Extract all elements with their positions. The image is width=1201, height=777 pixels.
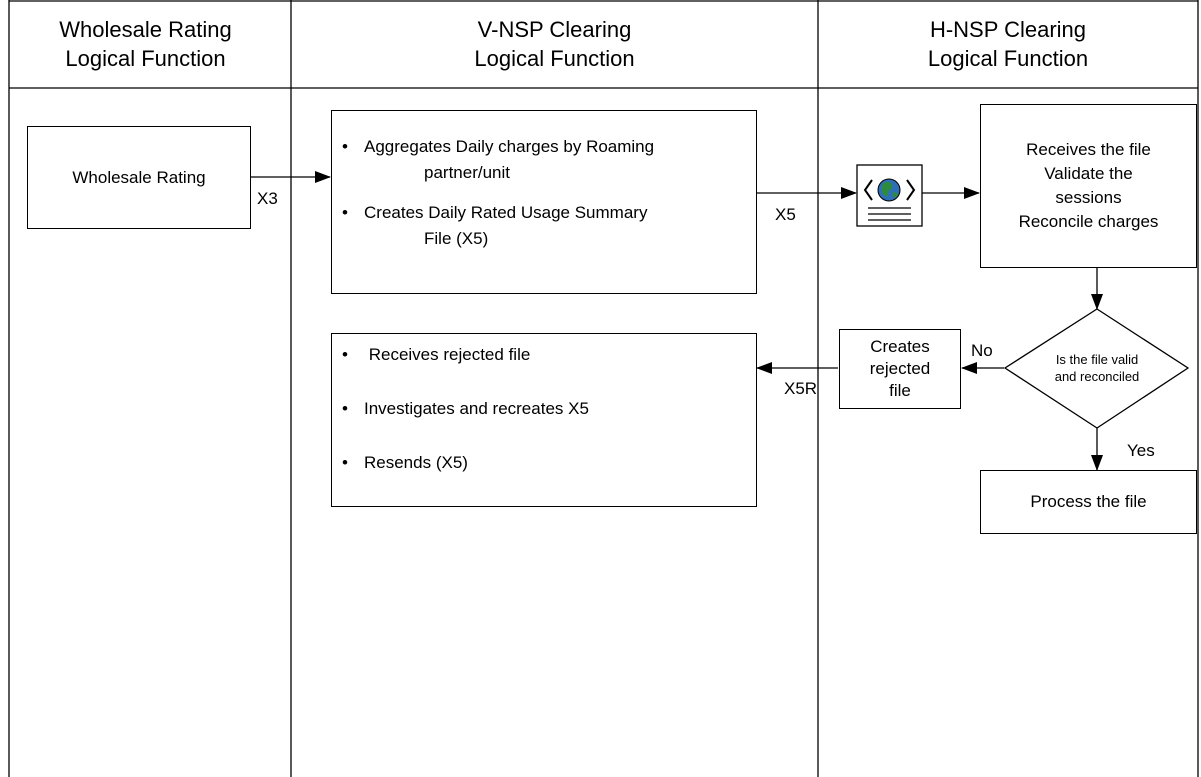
lane-subtitle: Logical Function <box>927 46 1089 71</box>
edge-label-x5: X5 <box>775 205 796 224</box>
decision-diamond <box>1003 308 1190 429</box>
receive-line: sessions <box>1055 188 1122 207</box>
process-file-label: Process the file <box>1030 492 1147 511</box>
lane-subtitle: Logical Function <box>474 46 635 71</box>
lane-subtitle: Logical Function <box>65 46 226 71</box>
edge-label-no: No <box>971 341 993 360</box>
bullet-dot: • <box>342 203 348 222</box>
rejected-handling-box: • Receives rejected file • Investigates … <box>331 333 757 507</box>
process-file-box: Process the file <box>980 470 1197 534</box>
lane-title: Wholesale Rating <box>59 17 232 42</box>
list-item-text: Receives rejected file <box>364 345 531 364</box>
lane-title: V-NSP Clearing <box>477 17 632 42</box>
bullet-dot: • <box>342 345 348 364</box>
wholesale-rating-label: Wholesale Rating <box>72 167 206 187</box>
bullet-dot: • <box>342 453 348 472</box>
receive-line: Validate the <box>1044 164 1133 183</box>
aggregate-summary-box: • Aggregates Daily charges by Roaming pa… <box>331 110 757 294</box>
rejected-bullet-list: • Receives rejected file • Investigates … <box>332 342 756 476</box>
edge-label-x3: X3 <box>257 189 278 208</box>
document-globe-icon <box>856 164 923 227</box>
list-item: • Aggregates Daily charges by Roaming pa… <box>332 134 756 186</box>
decision-line: Is the file valid <box>1055 352 1139 367</box>
decision-label: Is the file valid and reconciled <box>1022 351 1172 385</box>
list-item-text: Aggregates Daily charges by Roaming <box>364 137 655 156</box>
receive-validate-box: Receives the file Validate the sessions … <box>980 104 1197 268</box>
swimlane-frame <box>8 0 1199 777</box>
receive-line: Reconcile charges <box>1018 212 1159 231</box>
list-item: • Creates Daily Rated Usage Summary File… <box>332 200 756 252</box>
bullet-dot: • <box>342 137 348 156</box>
aggregate-bullet-list: • Aggregates Daily charges by Roaming pa… <box>332 134 756 252</box>
list-item: • Investigates and recreates X5 <box>332 396 756 422</box>
creates-rejected-line: Creates <box>870 337 930 356</box>
list-item-continuation: partner/unit <box>424 163 510 182</box>
creates-rejected-line: file <box>889 381 911 400</box>
bullet-dot: • <box>342 399 348 418</box>
decision-line: and reconciled <box>1054 369 1140 384</box>
creates-rejected-file-box: Creates rejected file <box>839 329 961 409</box>
lane-title: H-NSP Clearing <box>929 17 1087 42</box>
list-item: • Receives rejected file <box>332 342 756 368</box>
list-item-text: Creates Daily Rated Usage Summary <box>364 203 648 222</box>
edge-label-yes: Yes <box>1127 441 1155 460</box>
edge-label-x5r: X5R <box>784 379 818 398</box>
receive-line: Receives the file <box>1026 140 1151 159</box>
list-item-text: Resends (X5) <box>364 453 468 472</box>
list-item-text: Investigates and recreates X5 <box>364 399 589 418</box>
list-item: • Resends (X5) <box>332 450 756 476</box>
wholesale-rating-box: Wholesale Rating <box>27 126 251 229</box>
creates-rejected-line: rejected <box>869 359 931 378</box>
list-item-continuation: File (X5) <box>424 229 489 248</box>
